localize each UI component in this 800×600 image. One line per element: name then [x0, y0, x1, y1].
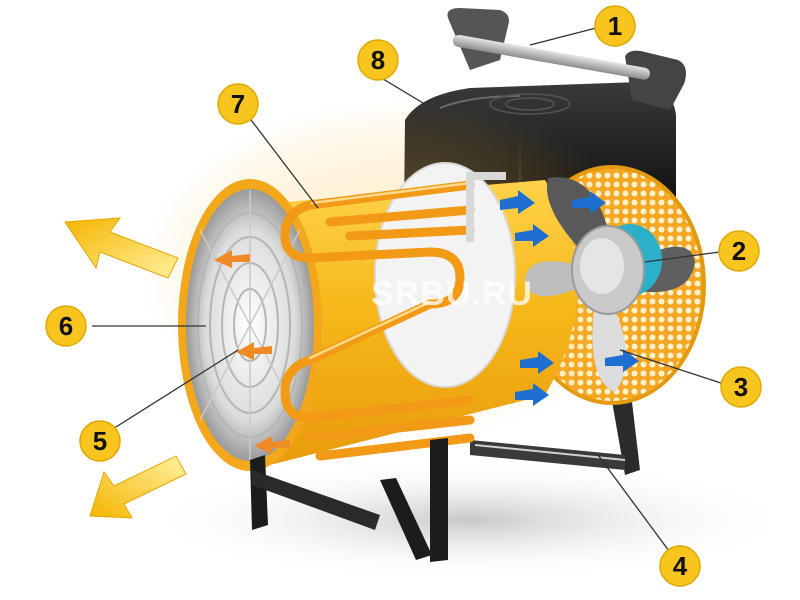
callout-number: 2	[732, 236, 746, 266]
callout-number: 3	[734, 372, 748, 402]
floor-shadow	[140, 460, 800, 580]
terminal-bracket	[466, 172, 506, 242]
leader-lines	[92, 25, 728, 556]
stand-frame	[250, 438, 448, 562]
callout-number: 6	[59, 311, 73, 341]
callout-badge-3: 3	[720, 366, 762, 408]
callout-badge-2: 2	[718, 230, 760, 272]
handle	[447, 8, 686, 110]
callout-badge-8: 8	[357, 39, 399, 81]
intake-airflow-arrows	[500, 190, 639, 406]
fan-motor	[571, 224, 662, 315]
outlet-airflow-arrows	[214, 250, 290, 454]
stand-frame-part	[470, 385, 640, 475]
callout-badge-4: 4	[659, 545, 701, 587]
watermark-text: SRBU.RU	[371, 275, 533, 313]
heating-element-highlight	[308, 181, 472, 360]
callout-number: 1	[608, 11, 622, 41]
callout-number: 5	[93, 426, 107, 456]
exhaust-arrow-down	[89, 455, 187, 519]
callout-badge-7: 7	[217, 83, 259, 125]
callout-number: 4	[673, 551, 688, 581]
callout-number: 8	[371, 45, 385, 75]
callout-number: 7	[231, 89, 245, 119]
heating-element	[280, 180, 475, 461]
callout-badge-1: 1	[594, 5, 636, 47]
callout-badge-6: 6	[45, 305, 87, 347]
callout-badge-5: 5	[79, 420, 121, 462]
